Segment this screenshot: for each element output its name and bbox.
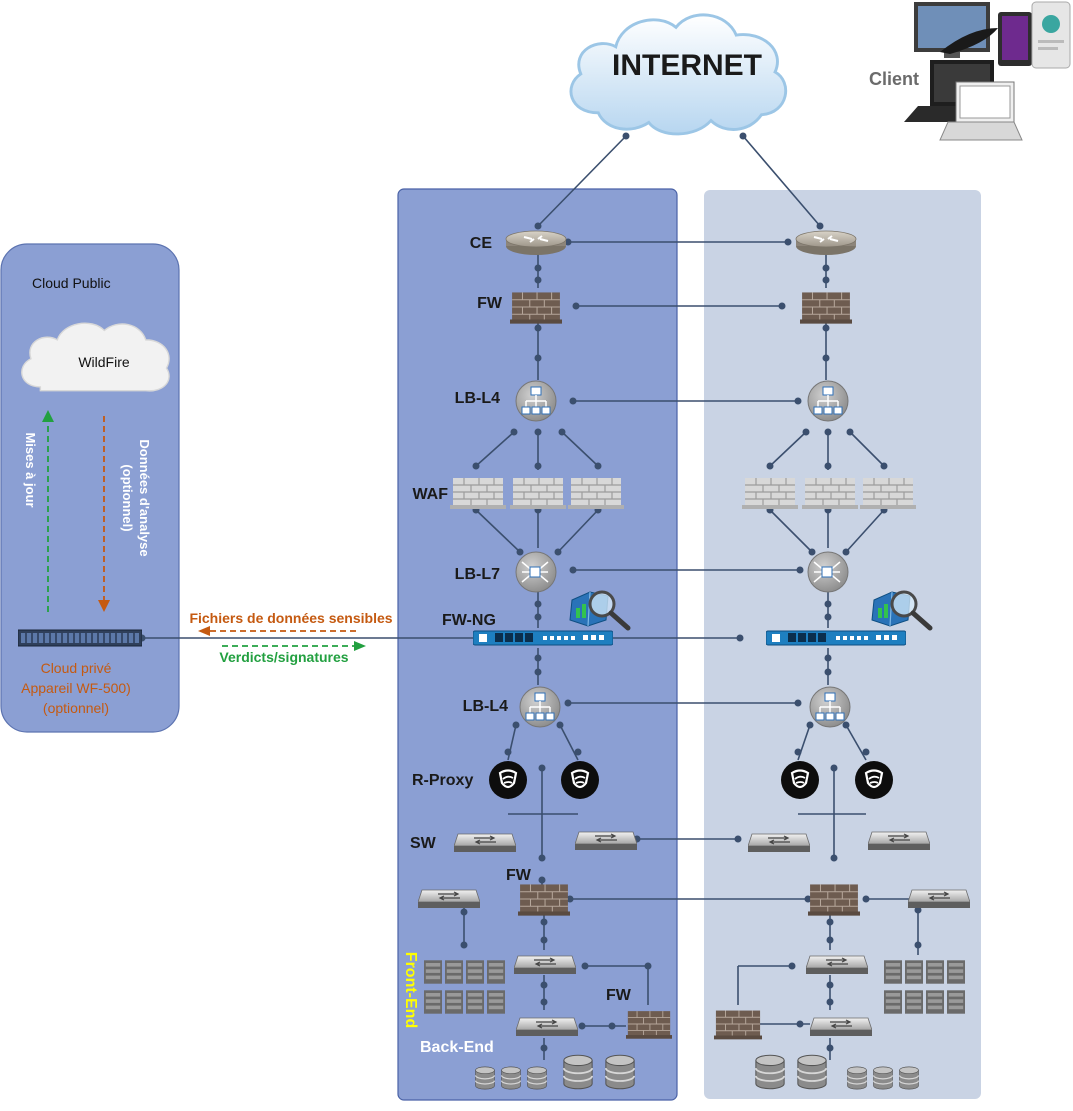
- cloud-public-title: Cloud Public: [32, 275, 111, 291]
- switch-icon-1: [454, 833, 516, 853]
- waf-icon-b1: [742, 477, 798, 510]
- ce-router-icon-b: [795, 230, 857, 256]
- client-label: Client: [869, 69, 919, 89]
- label-r-proxy: R-Proxy: [412, 772, 473, 789]
- lb-l4-2-icon: [519, 686, 561, 728]
- fw-3-firewall-icon-b: [714, 1010, 762, 1040]
- label-fw-2: FW: [506, 867, 532, 884]
- network-links: [142, 135, 919, 1060]
- waf-icon-b3: [860, 477, 916, 510]
- reverse-proxy-icon-1: [488, 760, 528, 800]
- reverse-proxy-icon-2: [560, 760, 600, 800]
- sensitive-files-label: Fichiers de données sensibles: [189, 610, 392, 626]
- switch-icon-b2: [868, 831, 930, 851]
- label-fw: FW: [477, 295, 503, 312]
- switch-icon-b3: [908, 889, 970, 909]
- client-devices-icon: [904, 1, 1071, 141]
- internet-label: INTERNET: [612, 49, 762, 82]
- switch-icon-4: [514, 955, 576, 975]
- analysis-label-line2: (optionnel): [120, 464, 135, 531]
- waf-icon-2: [510, 477, 566, 510]
- label-waf: WAF: [412, 486, 448, 503]
- waf-icon-1: [450, 477, 506, 510]
- ce-router-icon: [505, 230, 567, 256]
- verdicts-arrow-icon: [354, 641, 366, 651]
- waf-icon-3: [568, 477, 624, 510]
- fw-firewall-icon: [510, 291, 562, 324]
- switch-icon-b5: [810, 1017, 872, 1037]
- reverse-proxy-icon-b2: [854, 760, 894, 800]
- lb-l4-2-icon-b: [809, 686, 851, 728]
- switch-icon-3: [418, 889, 480, 909]
- label-lb-l4: LB-L4: [455, 390, 500, 407]
- sensitive-files-arrow-icon: [198, 626, 210, 636]
- label-fw-ng: FW-NG: [442, 612, 496, 629]
- private-cloud-line2: Appareil WF-500): [21, 680, 131, 696]
- reverse-proxy-icon-b1: [780, 760, 820, 800]
- link-dots: [138, 132, 922, 1052]
- switch-icon-2: [575, 831, 637, 851]
- ngfw-appliance-icon-b: [766, 630, 906, 646]
- analysis-arrow-icon: [98, 600, 110, 612]
- private-cloud-line3: (optionnel): [43, 700, 109, 716]
- back-end-label: Back-End: [420, 1039, 494, 1056]
- label-lb-l7: LB-L7: [455, 566, 500, 583]
- label-lb-l4-2: LB-L4: [463, 698, 508, 715]
- wf500-appliance-icon: [18, 629, 142, 647]
- label-fw-3: FW: [606, 987, 632, 1004]
- fw-firewall-icon-b: [800, 291, 852, 324]
- lb-l7-icon-b: [807, 551, 849, 593]
- lb-l7-icon: [515, 551, 557, 593]
- label-sw: SW: [410, 835, 437, 852]
- label-ce: CE: [470, 235, 493, 252]
- wildfire-label: WildFire: [78, 354, 130, 370]
- fw-2-firewall-icon: [518, 883, 570, 916]
- private-cloud-line1: Cloud privé: [41, 660, 112, 676]
- fw-3-firewall-icon: [626, 1010, 672, 1040]
- updates-label: Mises à jour: [23, 432, 38, 507]
- analysis-label-line1: Données d'analyse: [137, 439, 152, 556]
- updates-arrow-icon: [42, 410, 54, 422]
- verdicts-label: Verdicts/signatures: [219, 649, 348, 665]
- lb-l4-icon: [515, 380, 557, 422]
- lb-l4-icon-b: [807, 380, 849, 422]
- front-end-label: Front-End: [402, 952, 419, 1028]
- switch-icon-b4: [806, 955, 868, 975]
- switch-icon-5: [516, 1017, 578, 1037]
- switch-icon-b1: [748, 833, 810, 853]
- ngfw-appliance-icon: [473, 630, 613, 646]
- waf-icon-b2: [802, 477, 858, 510]
- fw-2-firewall-icon-b: [808, 883, 860, 916]
